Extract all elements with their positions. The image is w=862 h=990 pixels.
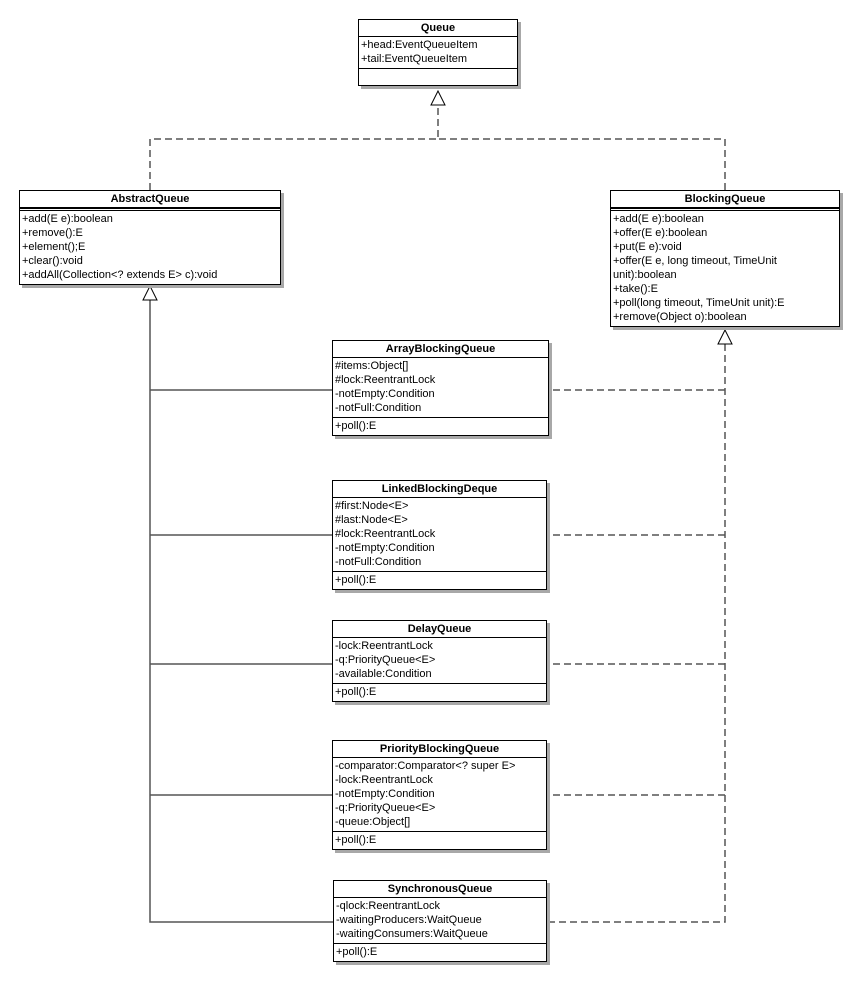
operation-compartment: +add(E e):boolean +offer(E e):boolean +put…: [611, 211, 839, 326]
attribute-row: -lock:ReentrantLock: [335, 774, 433, 786]
operation-row: +remove():E: [22, 227, 83, 239]
class-blockingqueue: BlockingQueue +add(E e):boolean +offer(E e…: [610, 190, 840, 327]
operation-row: +poll():E: [335, 574, 377, 586]
attribute-row: +head:EventQueueItem: [361, 39, 478, 51]
arrowhead-blockingqueue: [717, 328, 733, 345]
arrowhead-queue: [430, 89, 446, 106]
class-name: SynchronousQueue: [334, 881, 546, 898]
operation-row: +offer(E e, long timeout, TimeUnit unit)…: [613, 255, 777, 281]
class-name: PriorityBlockingQueue: [333, 741, 546, 758]
operation-row: +clear():void: [22, 255, 83, 267]
attribute-row: #last:Node<E>: [335, 514, 408, 526]
attribute-compartment: [611, 208, 839, 211]
attribute-row: -notFull:Condition: [335, 556, 422, 568]
arrowhead-abstractqueue: [142, 284, 158, 301]
class-abstractqueue: AbstractQueue +add(E e):boolean +remove():…: [19, 190, 281, 285]
attribute-compartment: +head:EventQueueItem +tail:EventQueueItem: [359, 37, 517, 68]
operation-compartment: +poll():E: [334, 943, 546, 961]
class-name: DelayQueue: [333, 621, 546, 638]
realization-abstractqueue-to-queue: [149, 106, 439, 190]
attribute-row: -queue:Object[]: [335, 816, 411, 828]
realization-trunk: [548, 344, 726, 923]
attribute-row: -qlock:ReentrantLock: [336, 900, 440, 912]
operation-row: +poll():E: [335, 420, 377, 432]
attribute-row: -notEmpty:Condition: [335, 788, 435, 800]
class-delayqueue: DelayQueue -lock:ReentrantLock -q:Priority…: [332, 620, 547, 702]
operation-row: +add(E e):boolean: [613, 213, 704, 225]
attribute-row: -waitingConsumers:WaitQueue: [336, 928, 488, 940]
attribute-compartment: -lock:ReentrantLock -q:PriorityQueue<E> -a…: [333, 638, 546, 683]
operation-row: +poll():E: [336, 946, 378, 958]
generalization-trunk: [149, 300, 333, 923]
realization-blockingqueue-to-queue: [438, 138, 726, 190]
attribute-row: -lock:ReentrantLock: [335, 640, 433, 652]
attribute-row: -q:PriorityQueue<E>: [335, 802, 436, 814]
operation-row: +take():E: [613, 283, 658, 295]
attribute-compartment: #items:Object[] #lock:ReentrantLock -notEm…: [333, 358, 548, 417]
operation-row: +addAll(Collection<? extends E> c):void: [22, 269, 218, 281]
operation-compartment: +poll():E: [333, 571, 546, 589]
class-name: Queue: [359, 20, 517, 37]
class-priorityblockingqueue: PriorityBlockingQueue-comparator:Compara…: [332, 740, 547, 850]
attribute-row: #lock:ReentrantLock: [335, 528, 436, 540]
operation-row: +element();E: [22, 241, 86, 253]
attribute-compartment: -qlock:ReentrantLock -waitingProducers:Wa…: [334, 898, 546, 943]
operation-row: +poll():E: [335, 686, 377, 698]
attribute-row: -comparator:Comparator<? super E>: [335, 760, 516, 772]
operation-row: +poll(long timeout, TimeUnit unit):E: [613, 297, 785, 309]
class-name: ArrayBlockingQueue: [333, 341, 548, 358]
attribute-row: #items:Object[]: [335, 360, 409, 372]
operation-row: +put(E e):void: [613, 241, 682, 253]
attribute-compartment: -comparator:Comparator<? super E> -lock:R…: [333, 758, 546, 831]
attribute-row: -notEmpty:Condition: [335, 388, 435, 400]
class-arrayblockingqueue: ArrayBlockingQueue #items:Object[] #lock:R…: [332, 340, 549, 436]
class-name: BlockingQueue: [611, 191, 839, 208]
attribute-row: -available:Condition: [335, 668, 432, 680]
attribute-row: #first:Node<E>: [335, 500, 409, 512]
operation-compartment: +poll():E: [333, 831, 546, 849]
class-synchronousqueue: SynchronousQueue -qlock:ReentrantLock -wai…: [333, 880, 547, 962]
attribute-compartment: [20, 208, 280, 211]
attribute-row: +tail:EventQueueItem: [361, 53, 468, 65]
class-queue: Queue +head:EventQueueItem +tail:EventQueu…: [358, 19, 518, 86]
attribute-row: -waitingProducers:WaitQueue: [336, 914, 482, 926]
class-linkedblockingdeque: LinkedBlockingDeque #first:Node<E> #last:N…: [332, 480, 547, 590]
class-name: LinkedBlockingDeque: [333, 481, 546, 498]
attribute-compartment: #first:Node<E> #last:Node<E> #lock:Reentra…: [333, 498, 546, 571]
operation-compartment: [359, 68, 517, 85]
operation-row: +remove(Object o):boolean: [613, 311, 747, 323]
operation-compartment: +poll():E: [333, 417, 548, 435]
attribute-row: -q:PriorityQueue<E>: [335, 654, 436, 666]
operation-row: +poll():E: [335, 834, 377, 846]
attribute-row: #lock:ReentrantLock: [335, 374, 436, 386]
attribute-row: -notEmpty:Condition: [335, 542, 435, 554]
attribute-row: -notFull:Condition: [335, 402, 422, 414]
operation-compartment: +add(E e):boolean +remove():E +element();E…: [20, 211, 280, 284]
class-name: AbstractQueue: [20, 191, 280, 208]
operation-row: +offer(E e):boolean: [613, 227, 708, 239]
operation-compartment: +poll():E: [333, 683, 546, 701]
operation-row: +add(E e):boolean: [22, 213, 113, 225]
